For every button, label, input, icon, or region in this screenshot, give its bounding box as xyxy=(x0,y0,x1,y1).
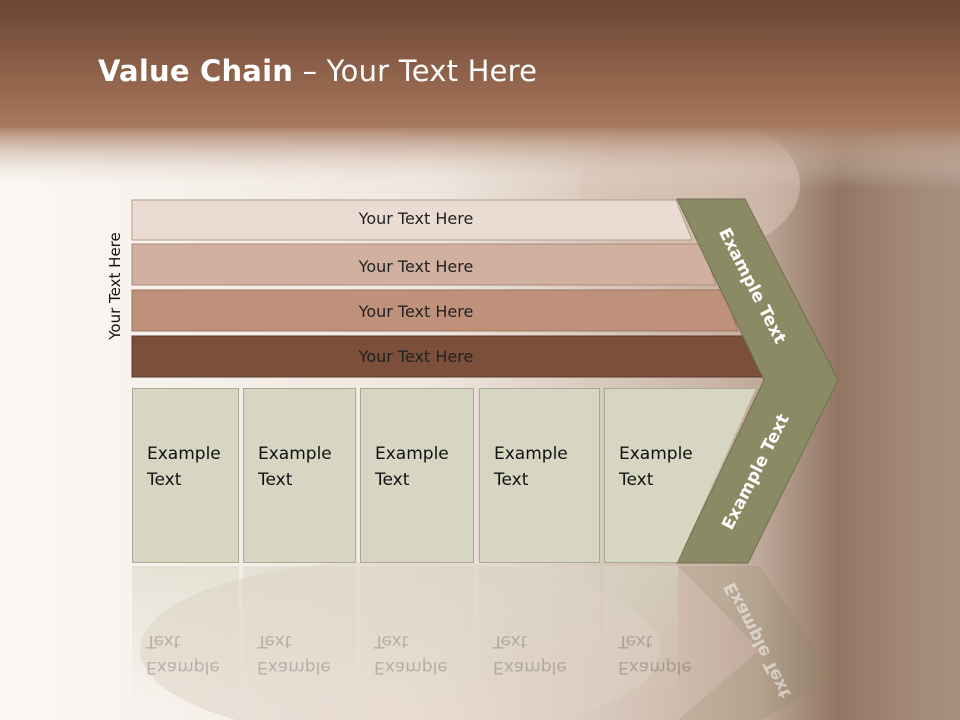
refl-line-1: Example xyxy=(493,657,567,677)
box-line-1: Example xyxy=(375,444,449,464)
bar-1-label: Your Text Here xyxy=(358,209,474,228)
box-2-reflection: Example Text xyxy=(243,566,356,706)
refl-line-2: Text xyxy=(257,631,292,651)
box-line-2: Text xyxy=(494,470,529,490)
box-5-reflection: Example Text xyxy=(604,566,692,706)
refl-line-2: Text xyxy=(146,631,181,651)
box-line-2: Text xyxy=(619,470,654,490)
box-3-reflection-text: Example Text xyxy=(374,628,448,680)
bar-2-label: Your Text Here xyxy=(358,257,474,276)
refl-line-2: Text xyxy=(618,631,653,651)
box-1-reflection-text: Example Text xyxy=(146,628,220,680)
box-line-1: Example xyxy=(619,444,693,464)
box-4-reflection: Example Text xyxy=(479,566,600,706)
box-3-reflection: Example Text xyxy=(360,566,474,706)
box-4-reflection-text: Example Text xyxy=(493,628,567,680)
chevron xyxy=(676,198,839,564)
box-line-1: Example xyxy=(258,444,332,464)
box-1-reflection: Example Text xyxy=(132,566,239,706)
refl-line-1: Example xyxy=(374,657,448,677)
bar-3 xyxy=(131,289,739,332)
box-2-reflection-text: Example Text xyxy=(257,628,331,680)
box-line-1: Example xyxy=(494,444,568,464)
box-5-reflection-text: Example Text xyxy=(618,628,692,680)
bar-1 xyxy=(131,199,693,241)
title-rest: – Your Text Here xyxy=(293,54,538,88)
box-line-2: Text xyxy=(258,470,293,490)
slide-title: Value Chain – Your Text Here xyxy=(98,54,537,88)
chevron-reflection xyxy=(678,566,836,720)
refl-line-1: Example xyxy=(146,657,220,677)
refl-line-1: Example xyxy=(618,657,692,677)
title-bold: Value Chain xyxy=(98,54,294,88)
box-line-2: Text xyxy=(375,470,410,490)
box-line-1: Example xyxy=(147,444,221,464)
refl-line-1: Example xyxy=(257,657,331,677)
bar-3-label: Your Text Here xyxy=(358,302,474,321)
refl-line-2: Text xyxy=(493,631,528,651)
refl-line-2: Text xyxy=(374,631,409,651)
bar-2 xyxy=(131,243,717,286)
bar-4-label: Your Text Here xyxy=(358,347,474,366)
box-line-2: Text xyxy=(147,470,182,490)
